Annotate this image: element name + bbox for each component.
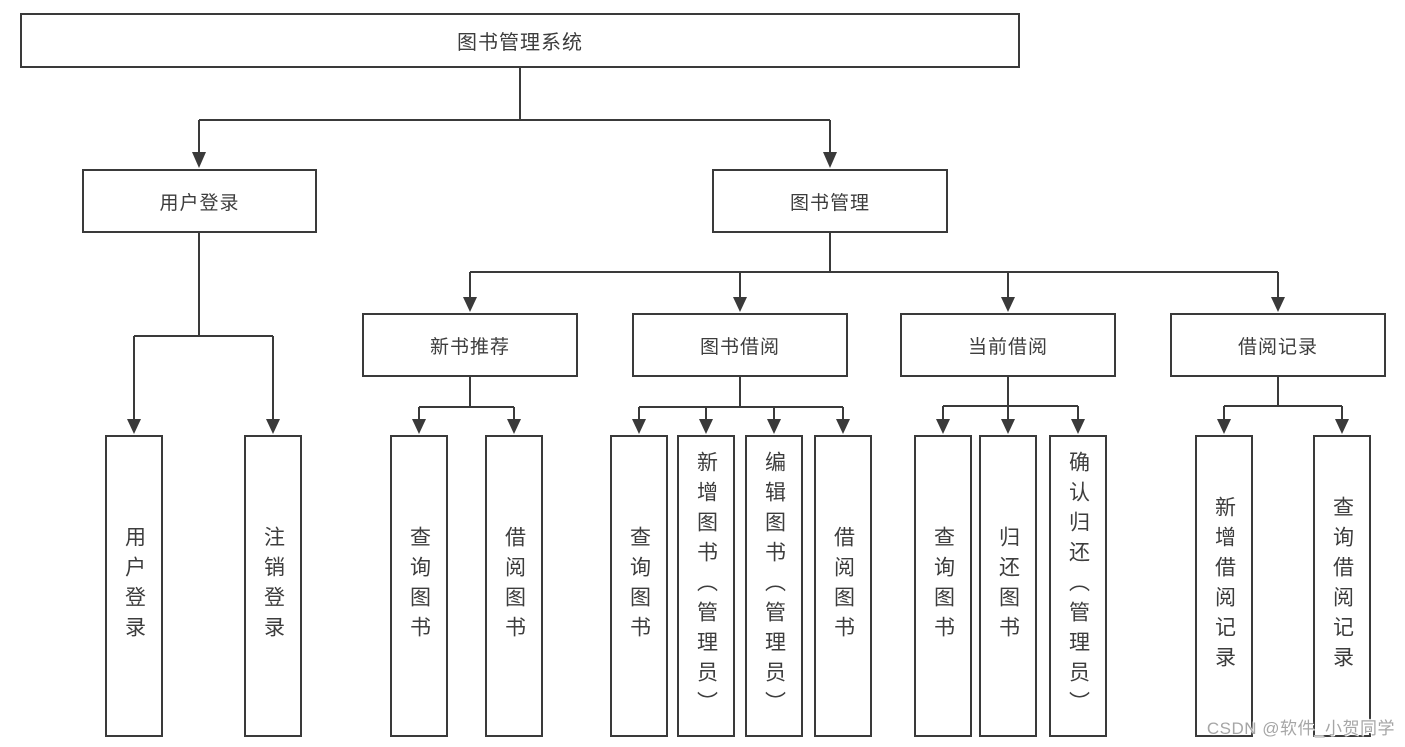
- arrowhead-down-icon: [412, 419, 426, 434]
- leaf-borrow-borrow: 借阅图书: [814, 435, 872, 737]
- arrowhead-down-icon: [733, 297, 747, 312]
- arrowhead-down-icon: [192, 152, 206, 168]
- leaf-borrow-query: 查询图书: [610, 435, 668, 737]
- arrowhead-down-icon: [632, 419, 646, 434]
- arrowhead-down-icon: [1271, 297, 1285, 312]
- leaf-record-query: 查询借阅记录: [1313, 435, 1371, 737]
- arrowhead-down-icon: [463, 297, 477, 312]
- watermark: CSDN @软件_小贺同学: [1206, 719, 1395, 738]
- arrowhead-down-icon: [1001, 419, 1015, 434]
- arrowhead-down-icon: [1335, 419, 1349, 434]
- arrowhead-down-icon: [836, 419, 850, 434]
- arrowhead-down-icon: [507, 419, 521, 434]
- node-new-book-recommend: 新书推荐: [362, 313, 578, 377]
- node-book-management: 图书管理: [712, 169, 948, 233]
- leaf-user-login: 用户登录: [105, 435, 163, 737]
- arrowhead-down-icon: [936, 419, 950, 434]
- node-current-borrow: 当前借阅: [900, 313, 1116, 377]
- leaf-current-return: 归还图书: [979, 435, 1037, 737]
- node-library-system: 图书管理系统: [20, 13, 1020, 68]
- leaf-current-query: 查询图书: [914, 435, 972, 737]
- leaf-current-confirm-admin: 确认归还（管理员）: [1049, 435, 1107, 737]
- leaf-newbook-borrow: 借阅图书: [485, 435, 543, 737]
- leaf-newbook-query: 查询图书: [390, 435, 448, 737]
- node-user-login: 用户登录: [82, 169, 317, 233]
- arrowhead-down-icon: [127, 419, 141, 434]
- arrowhead-down-icon: [823, 152, 837, 168]
- arrowhead-down-icon: [1217, 419, 1231, 434]
- leaf-record-add: 新增借阅记录: [1195, 435, 1253, 737]
- arrowhead-down-icon: [266, 419, 280, 434]
- node-borrow-record: 借阅记录: [1170, 313, 1386, 377]
- leaf-logout: 注销登录: [244, 435, 302, 737]
- arrowhead-down-icon: [699, 419, 713, 434]
- leaf-borrow-edit-admin: 编辑图书（管理员）: [745, 435, 803, 737]
- node-book-borrow: 图书借阅: [632, 313, 848, 377]
- arrowhead-down-icon: [1071, 419, 1085, 434]
- leaf-borrow-add-admin: 新增图书（管理员）: [677, 435, 735, 737]
- arrowhead-down-icon: [767, 419, 781, 434]
- arrowhead-down-icon: [1001, 297, 1015, 312]
